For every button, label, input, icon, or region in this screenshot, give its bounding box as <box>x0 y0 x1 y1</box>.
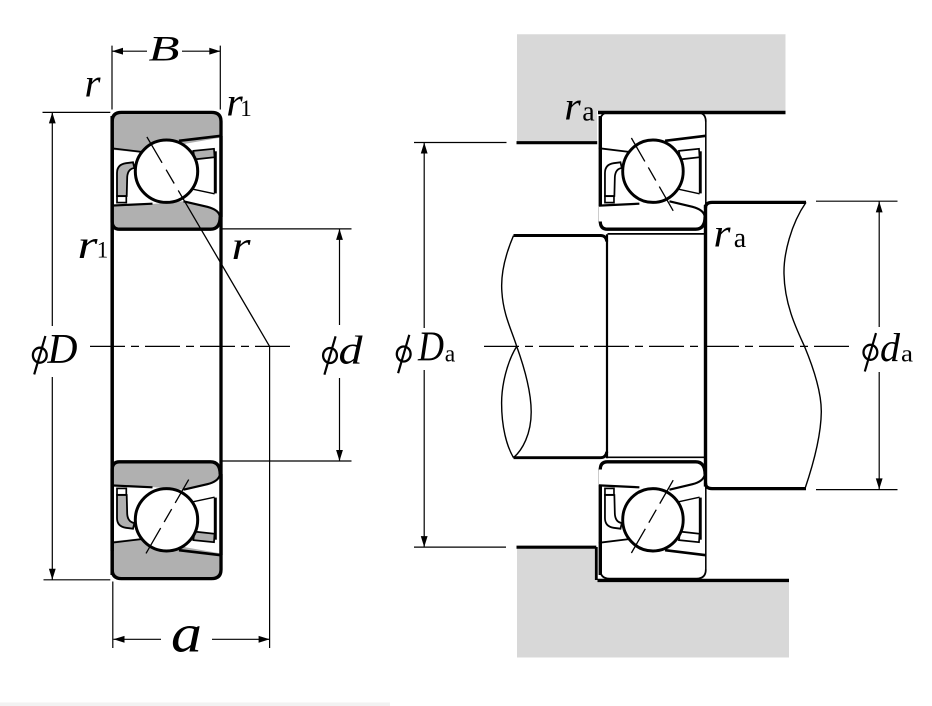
svg-text:a: a <box>445 342 456 368</box>
svg-text:r: r <box>78 222 99 267</box>
svg-text:a: a <box>171 604 202 664</box>
svg-text:r: r <box>85 61 101 106</box>
svg-text:r: r <box>714 211 731 256</box>
svg-text:a: a <box>734 223 747 254</box>
svg-text:r: r <box>564 84 581 129</box>
svg-text:1: 1 <box>240 96 252 121</box>
svg-text:a: a <box>901 342 913 368</box>
svg-text:d: d <box>339 328 364 373</box>
svg-text:D: D <box>47 327 78 373</box>
svg-text:B: B <box>149 29 180 69</box>
svg-text:r: r <box>232 223 252 268</box>
svg-text:D: D <box>417 325 444 371</box>
svg-text:a: a <box>582 97 595 128</box>
svg-text:1: 1 <box>97 238 109 263</box>
svg-text:r: r <box>226 80 243 125</box>
svg-text:d: d <box>880 325 901 370</box>
